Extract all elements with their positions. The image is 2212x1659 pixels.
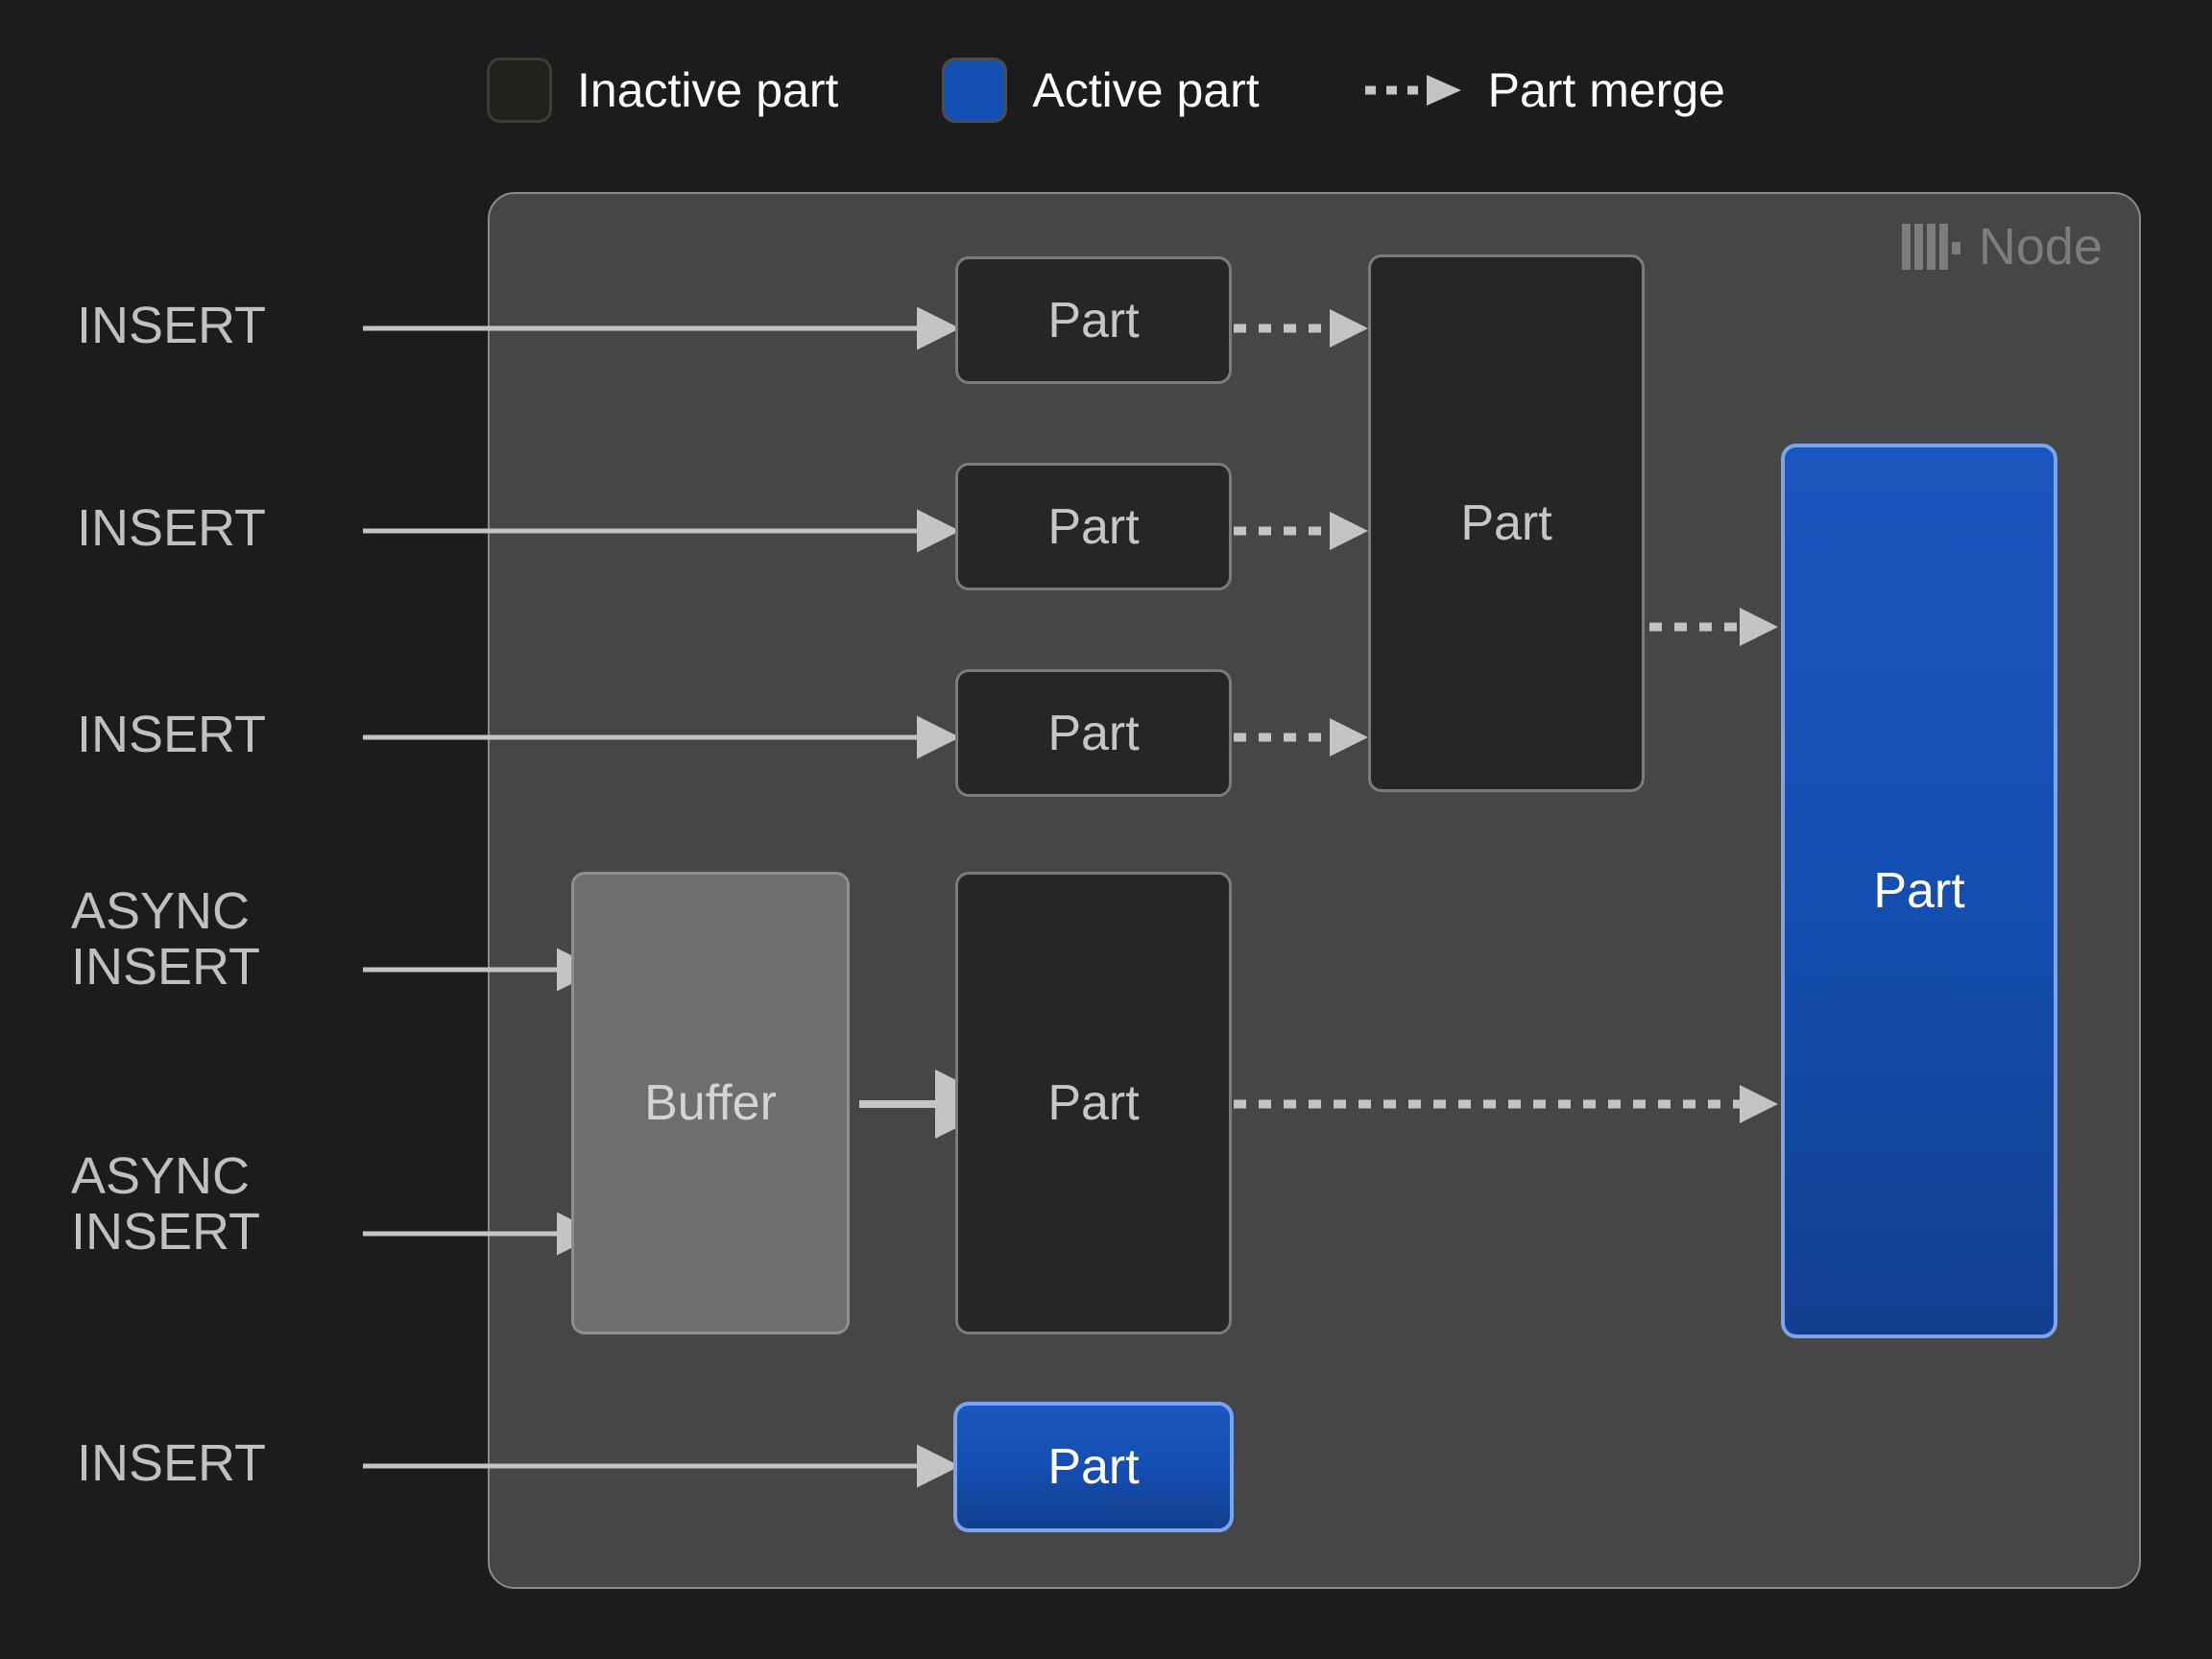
part-box-label: Part [1047,292,1140,349]
part-box-label: Part [1047,705,1140,761]
legend-label-active-part: Active part [1032,63,1260,117]
legend-label-part-merge: Part merge [1487,63,1725,117]
part-box-label: Part [1873,863,1965,919]
part-merge-arrow-icon [1364,75,1461,106]
part-box-top-1[interactable]: Part [955,256,1232,384]
part-box-active-large[interactable]: Part [1781,444,2057,1338]
source-label-insert-4: INSERT [77,1434,267,1492]
legend-item-part-merge: Part merge [1363,66,1725,114]
source-label-insert-1: INSERT [77,297,267,354]
source-label-insert-3: INSERT [77,706,267,763]
source-label-insert-2: INSERT [77,499,267,557]
part-box-active-bottom[interactable]: Part [953,1402,1234,1532]
source-label-async-insert-1: ASYNC INSERT [71,882,261,997]
part-box-label: Part [1047,1439,1140,1495]
part-box-top-2[interactable]: Part [955,463,1232,590]
legend: Inactive part Active part Part merge [0,46,2212,134]
part-box-label: Part [1460,495,1552,551]
clickhouse-logo-icon [1901,224,1960,270]
part-box-from-buffer[interactable]: Part [955,872,1232,1334]
part-box-label: Part [1047,498,1140,555]
inactive-part-swatch-icon [487,58,553,123]
buffer-box-label: Buffer [644,1075,777,1131]
part-box-label: Part [1047,1075,1140,1131]
part-box-merged[interactable]: Part [1368,254,1645,792]
node-badge: Node [1901,218,2103,276]
part-box-top-3[interactable]: Part [955,669,1232,797]
legend-item-active-part: Active part [942,58,1260,123]
buffer-box[interactable]: Buffer [571,872,850,1334]
legend-label-inactive-part: Inactive part [577,63,839,117]
legend-item-inactive-part: Inactive part [487,58,838,123]
node-label: Node [1978,218,2103,276]
active-part-swatch-icon [942,58,1008,123]
source-label-async-insert-2: ASYNC INSERT [71,1147,261,1262]
